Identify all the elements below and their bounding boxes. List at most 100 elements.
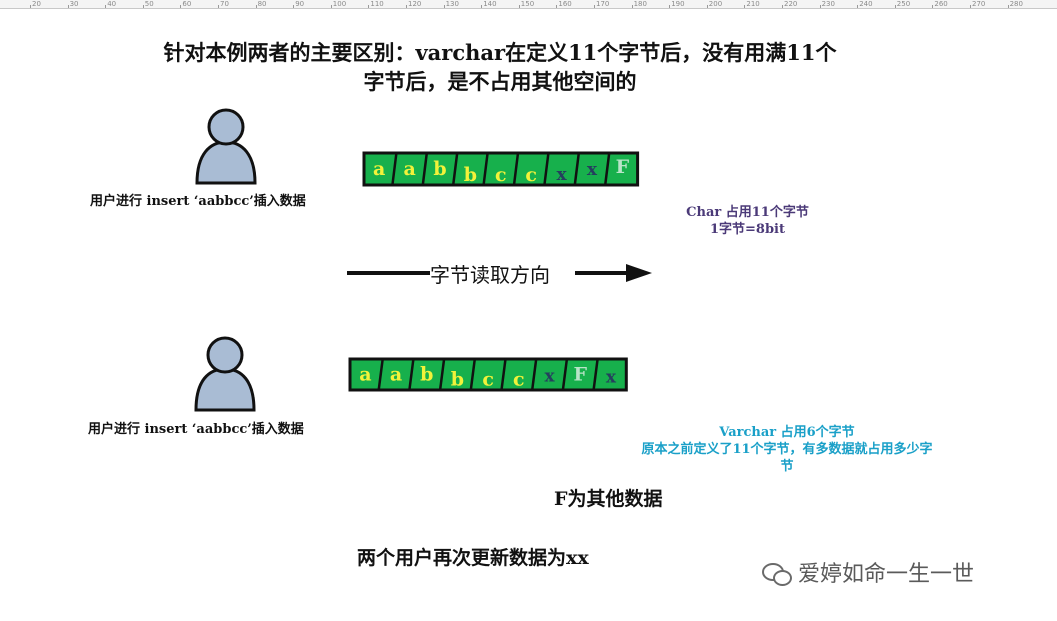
byte-cell-divider (512, 152, 520, 186)
char-note-line-1: Char 占用11个字节 (686, 205, 809, 220)
ruler-tick (293, 5, 295, 8)
ruler-tick (744, 5, 746, 8)
ruler-label: 280 (1009, 0, 1023, 8)
byte-cell-letter: c (495, 164, 507, 186)
varchar-note-line-1: Varchar 占用6个字节 (719, 425, 855, 440)
byte-cell-divider (573, 152, 581, 186)
ruler-tick (857, 5, 859, 8)
ruler-label: 210 (746, 0, 760, 8)
byte-cell-letter: b (464, 164, 477, 186)
ruler-label: 230 (821, 0, 835, 8)
byte-cell-letter: x (557, 165, 568, 185)
ruler-label: 60 (182, 0, 192, 8)
byte-cell-letter: c (482, 369, 494, 391)
ruler-tick (30, 5, 31, 8)
ruler-label: 270 (972, 0, 986, 8)
byte-cell-divider (451, 152, 459, 186)
byte-cell-letter: x (544, 367, 555, 387)
byte-cell-letter: a (359, 364, 371, 386)
ruler-tick (105, 5, 107, 8)
ruler-label: 140 (483, 0, 497, 8)
ruler-tick (556, 5, 558, 8)
byte-cell-divider (408, 358, 415, 391)
byte-cell-divider (377, 358, 384, 391)
ruler-tick (894, 5, 896, 8)
ruler-tick (594, 5, 595, 8)
diagram-title: 针对本例两者的主要区别：varchar在定义11个字节后，没有用满11个 字节后… (0, 38, 1000, 96)
byte-cell-letter: a (403, 158, 415, 180)
ruler-tick (669, 5, 671, 8)
byte-cell-letter: b (433, 158, 446, 180)
user-top-label: 用户进行 insert ‘aabbcc’插入数据 (90, 194, 306, 209)
byte-cell-divider (561, 358, 569, 391)
watermark: 爱婷如命一生一世 (762, 556, 974, 588)
ruler-label: 190 (671, 0, 685, 8)
ruler-tick (481, 5, 483, 8)
ruler-label: 120 (408, 0, 422, 8)
byte-cell-divider (500, 358, 507, 391)
ruler-tick (330, 5, 332, 8)
ruler-tick (706, 5, 708, 8)
ruler-label: 250 (896, 0, 911, 8)
byte-cell-divider (530, 358, 538, 391)
byte-cell-letter: a (390, 364, 402, 386)
byte-cell-letter: F (616, 156, 630, 178)
watermark-text: 爱婷如命一生一世 (798, 562, 975, 587)
ruler-label: 180 (633, 0, 647, 8)
byte-cell-divider (603, 152, 611, 186)
byte-cell-letter: a (373, 158, 385, 180)
title-line-1: 针对本例两者的主要区别：varchar在定义11个字节后，没有用满11个 (163, 40, 837, 65)
byte-cell-divider (421, 152, 429, 186)
title-line-2: 字节后，是不占用其他空间的 (363, 69, 637, 94)
ruler-label: 20 (32, 0, 41, 8)
ruler-tick (368, 5, 370, 8)
byte-cell-letter: c (513, 369, 525, 391)
ruler-label: 220 (784, 0, 798, 8)
wechat-icon (762, 561, 792, 586)
read-direction-arrow (347, 264, 652, 282)
ruler-tick (932, 5, 934, 8)
ruler-label: 170 (596, 0, 610, 8)
byte-cell-divider (469, 358, 477, 391)
ruler-label: 100 (332, 0, 347, 8)
ruler-tick (218, 5, 219, 8)
ruler-label: 130 (445, 0, 459, 8)
byte-cell-letter: x (587, 160, 598, 180)
ruler-tick (142, 5, 144, 8)
byte-cell-letter: F (574, 364, 588, 386)
ruler-label: 110 (370, 0, 384, 8)
ruler-label: 80 (257, 0, 267, 8)
ruler: 20 30 40 50 60 70 80 90 100 110 120 130 140 150 160 170… (0, 0, 1057, 9)
char-note-line-2: 1字节=8bit (709, 222, 786, 237)
ruler-tick (255, 5, 257, 8)
ruler-label: 90 (295, 0, 305, 8)
ruler-label: 160 (558, 0, 572, 8)
ruler-tick (180, 5, 182, 8)
byte-cell-letter: x (606, 368, 617, 388)
byte-cell-letter: b (451, 369, 464, 391)
byte-cell-divider (438, 358, 446, 391)
byte-row-frame (348, 357, 628, 392)
byte-cell-divider (592, 358, 599, 391)
ruler-label: 30 (69, 0, 79, 8)
ruler-label: 40 (107, 0, 117, 8)
ruler-tick (518, 5, 520, 8)
ruler-label: 150 (520, 0, 535, 8)
varchar-note: Varchar 占用6个字节 原本之前定义了11个字节，有多数据就占用多少字 节 (604, 424, 970, 475)
byte-cell-letter: c (525, 164, 537, 186)
ruler-tick (1007, 5, 1009, 8)
char-note: Char 占用11个字节 1字节=8bit (660, 204, 835, 238)
ruler-label: 70 (220, 0, 229, 8)
varchar-note-line-3: 节 (780, 459, 794, 474)
ruler-tick (819, 5, 821, 8)
byte-cell-divider (482, 152, 489, 186)
arrow-label: 字节读取方向 (430, 263, 550, 287)
ruler-label: 50 (144, 0, 154, 8)
ruler-tick (443, 5, 445, 8)
byte-cell-divider (391, 152, 398, 186)
user-icon-top (195, 108, 257, 185)
varchar-note-line-2: 原本之前定义了11个字节，有多数据就占用多少字 (641, 442, 933, 457)
